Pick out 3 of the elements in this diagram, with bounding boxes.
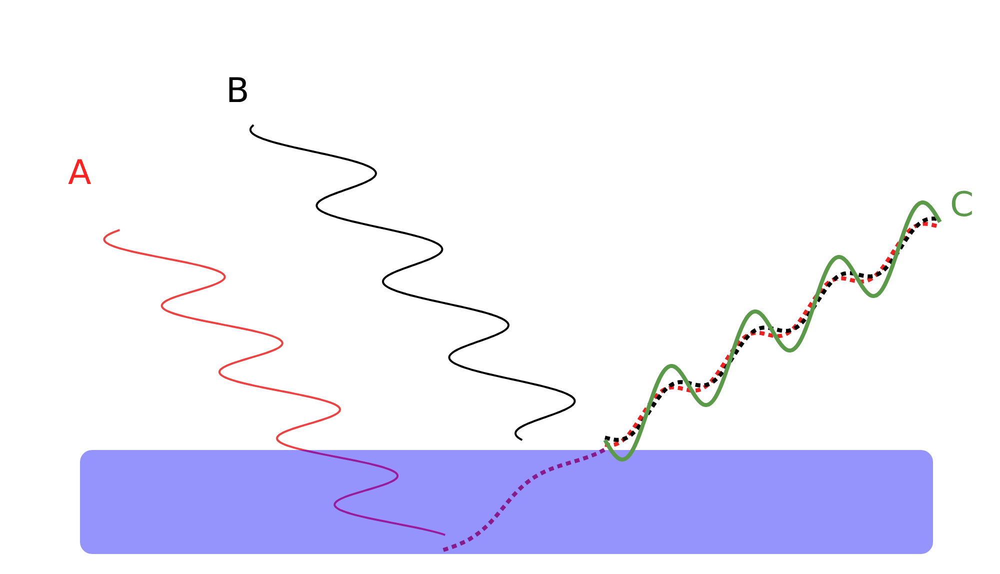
wave-label: A: [68, 156, 92, 190]
wave-label: C: [950, 188, 974, 222]
wave-label: B: [226, 74, 250, 108]
